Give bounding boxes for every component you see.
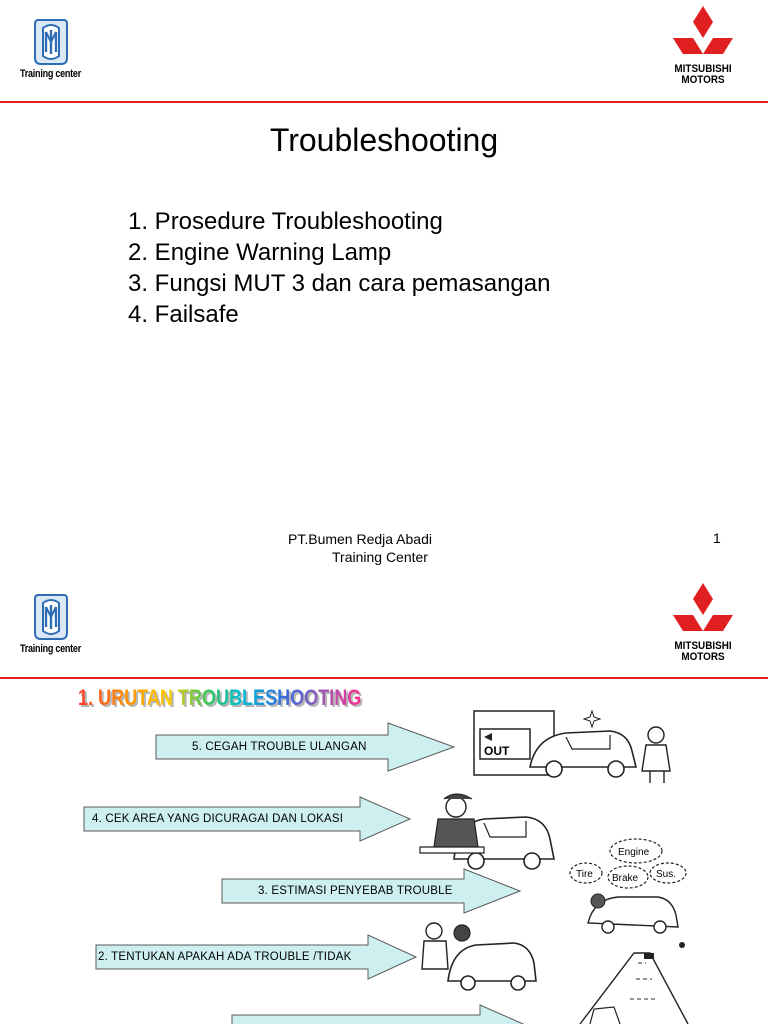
thought-bubbles-illustration: Engine Tire Brake Sus.: [568, 827, 698, 939]
mitsubishi-diamonds-icon: [671, 583, 735, 641]
training-center-emblem-icon: [34, 18, 68, 66]
agenda-list: 1. Prosedure Troubleshooting 2. Engine W…: [128, 206, 550, 330]
mitsubishi-motors-logo: MITSUBISHI MOTORS: [668, 583, 738, 663]
car-out-illustration: OUT: [470, 707, 690, 787]
header-divider: [0, 101, 768, 103]
bubble-tire-text: Tire: [576, 869, 593, 880]
step-arrow-4: 4. CEK AREA YANG DICURAGAI DAN LOKASI: [84, 797, 412, 841]
slide-1: Training center MITSUBISHI MOTORS Troubl…: [0, 0, 768, 576]
customer-mechanic-illustration: [418, 915, 538, 993]
mechanic-inspect-illustration: [414, 789, 564, 877]
step-arrow-1: [232, 1005, 532, 1024]
step-arrow-2: 2. TENTUKAN APAKAH ADA TROUBLE /TIDAK: [96, 935, 418, 979]
page-number: 1: [713, 530, 721, 546]
step-label: 5. CEGAH TROUBLE ULANGAN: [192, 723, 367, 771]
mitsubishi-motors-logo: MITSUBISHI MOTORS: [668, 6, 738, 86]
out-sign-text: OUT: [484, 744, 510, 758]
footer-company: PT.Bumen Redja Abadi Training Center: [288, 530, 432, 566]
section-heading: 1. URUTAN TROUBLESHOOTING: [78, 685, 361, 711]
header-divider: [0, 677, 768, 679]
training-center-logo: Training center: [20, 593, 100, 655]
bubble-sus-text: Sus.: [656, 869, 676, 880]
step-label: 4. CEK AREA YANG DICURAGAI DAN LOKASI: [92, 797, 343, 841]
agenda-item: 4. Failsafe: [128, 299, 550, 330]
bubble-brake-text: Brake: [612, 873, 639, 884]
agenda-item: 3. Fungsi MUT 3 dan cara pemasangan: [128, 268, 550, 299]
brand-line-2: MOTORS: [672, 652, 735, 663]
footer-line-2: Training Center: [288, 548, 432, 566]
logo-caption: Training center: [20, 68, 86, 80]
footer-line-1: PT.Bumen Redja Abadi: [288, 530, 432, 548]
training-center-emblem-icon: [34, 593, 68, 641]
bubble-engine-text: Engine: [618, 847, 650, 858]
slide-2: Training center MITSUBISHI MOTORS 1. URU…: [0, 577, 768, 1024]
slide-title: Troubleshooting: [0, 122, 768, 159]
agenda-item: 2. Engine Warning Lamp: [128, 237, 550, 268]
mitsubishi-diamonds-icon: [671, 6, 735, 64]
brand-line-2: MOTORS: [672, 75, 735, 86]
road-drive-illustration: [570, 939, 700, 1024]
arrow-shape: [232, 1005, 532, 1024]
training-center-logo: Training center: [20, 18, 100, 80]
agenda-item: 1. Prosedure Troubleshooting: [128, 206, 550, 237]
step-arrow-5: 5. CEGAH TROUBLE ULANGAN: [156, 723, 456, 771]
step-label: 2. TENTUKAN APAKAH ADA TROUBLE /TIDAK: [98, 935, 351, 979]
logo-caption: Training center: [20, 643, 86, 655]
